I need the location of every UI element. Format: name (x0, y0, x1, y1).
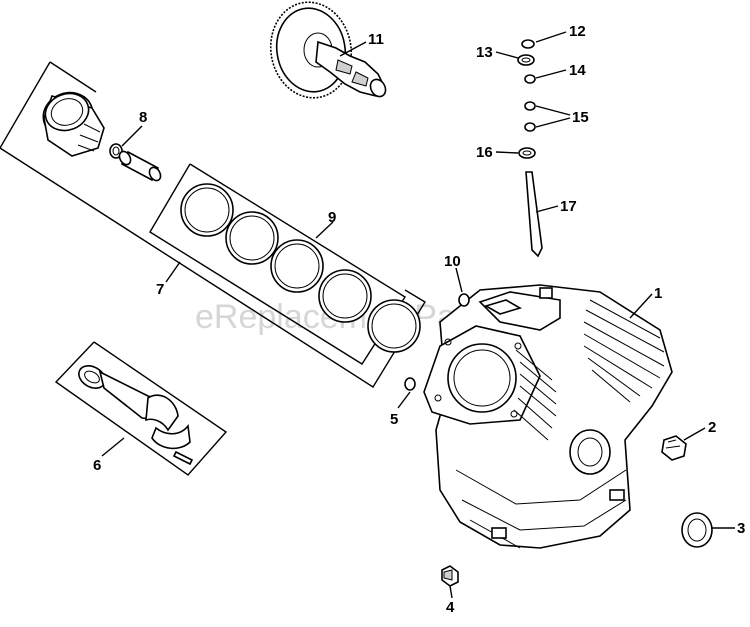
ring-set-frame (149, 163, 406, 365)
push-rod[interactable] (525, 171, 543, 258)
callout-13: 13 (476, 44, 493, 61)
callout-8: 8 (139, 109, 147, 126)
callout-labels: 1 2 3 4 5 6 7 8 9 10 11 12 13 14 15 16 1… (93, 23, 745, 616)
valve-spring-washer[interactable] (521, 39, 535, 49)
callout-7: 7 (156, 281, 164, 298)
camshaft[interactable] (263, 0, 388, 104)
callout-12: 12 (569, 23, 586, 40)
callout-16: 16 (476, 144, 493, 161)
oil-plug[interactable] (441, 565, 459, 587)
callout-11: 11 (368, 31, 384, 48)
piston[interactable] (37, 86, 105, 157)
leader-lines (101, 31, 735, 599)
dowel-pin-side[interactable] (404, 377, 416, 391)
piston-pin[interactable] (117, 149, 163, 182)
piston-rings[interactable] (180, 183, 421, 353)
rotator[interactable] (518, 147, 536, 159)
callout-6: 6 (93, 457, 101, 474)
connecting-rod[interactable] (75, 361, 194, 466)
callout-1: 1 (654, 285, 662, 302)
callout-17: 17 (560, 198, 577, 215)
callout-5: 5 (390, 411, 398, 428)
callout-10: 10 (444, 253, 461, 270)
callout-9: 9 (328, 209, 336, 226)
callout-15: 15 (572, 109, 589, 126)
crankcase[interactable] (423, 284, 673, 549)
valve-seal[interactable] (524, 74, 536, 84)
piston-ring-group-frame (0, 61, 426, 388)
connecting-rod-frame (54, 341, 228, 476)
valve-spring-retainer[interactable] (517, 54, 535, 66)
oil-seal[interactable] (681, 512, 713, 548)
callout-2: 2 (708, 419, 716, 436)
valve-keepers[interactable] (524, 101, 536, 132)
callout-14: 14 (569, 62, 586, 79)
callout-4: 4 (446, 599, 455, 616)
callout-3: 3 (737, 520, 745, 537)
drain-plug[interactable] (661, 435, 687, 461)
dowel-pin-top[interactable] (458, 293, 470, 307)
